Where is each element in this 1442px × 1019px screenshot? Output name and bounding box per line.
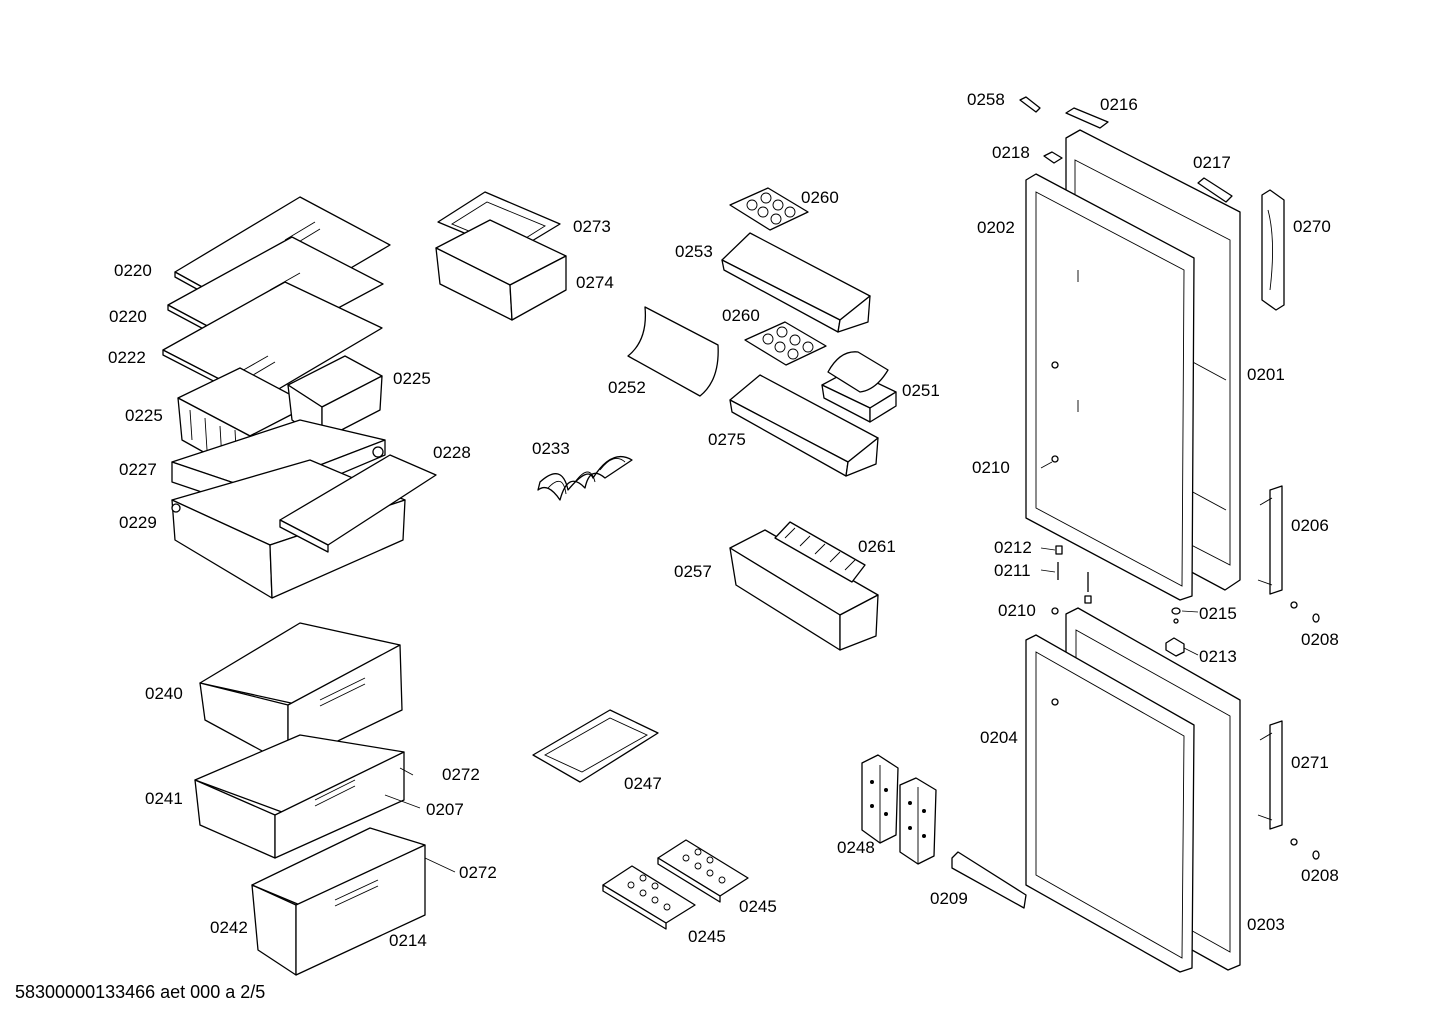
label-0210-upper: 0210: [972, 458, 1010, 477]
label-0201: 0201: [1247, 365, 1285, 384]
part-0218: [1043, 151, 1063, 164]
label-0272-upper: 0272: [442, 765, 480, 784]
screw-0210-lower: [1051, 607, 1059, 615]
label-0241: 0241: [145, 789, 183, 808]
label-0218: 0218: [992, 143, 1030, 162]
label-0210-lower: 0210: [998, 601, 1036, 620]
hinge-cover-0270: [1261, 189, 1285, 311]
door-shelf-0275: [729, 374, 879, 477]
label-0213: 0213: [1199, 647, 1237, 666]
washer-0215: [1171, 607, 1181, 624]
label-0225-left: 0225: [125, 406, 163, 425]
label-0273: 0273: [573, 217, 611, 236]
label-0247: 0247: [624, 774, 662, 793]
handle-0271: [1257, 720, 1283, 830]
part-0217: [1197, 177, 1233, 203]
label-0212: 0212: [994, 538, 1032, 557]
part-0216: [1065, 107, 1109, 129]
cover-0228: [279, 454, 437, 553]
egg-tray-0260-top: [729, 187, 809, 231]
drawer-0241: [194, 734, 405, 859]
label-0207: 0207: [426, 800, 464, 819]
label-0253: 0253: [675, 242, 713, 261]
document-footer: 58300000133466 aet 000 a 2/5: [15, 982, 266, 1002]
label-0271: 0271: [1291, 753, 1329, 772]
door-shelf-0253: [721, 232, 871, 333]
cover-0252: [627, 306, 719, 397]
ice-tray-0245-lower: [602, 865, 696, 930]
label-0214: 0214: [389, 931, 427, 950]
lower-door-seal-0204: [1025, 634, 1195, 973]
label-0240: 0240: [145, 684, 183, 703]
bottle-retainer-0261: [774, 521, 866, 583]
label-0208-upper: 0208: [1301, 630, 1339, 649]
label-0225-right: 0225: [393, 369, 431, 388]
label-0211: 0211: [994, 561, 1031, 580]
butter-box-0251: [821, 351, 897, 423]
label-0257: 0257: [674, 562, 712, 581]
tray-0247: [532, 709, 659, 783]
part-0258: [1019, 96, 1041, 113]
pin-0212: [1055, 545, 1063, 555]
panel-0209: [951, 851, 1027, 909]
label-0228: 0228: [433, 443, 471, 462]
label-0229: 0229: [119, 513, 157, 532]
label-0222: 0222: [108, 348, 146, 367]
label-0220-top: 0220: [114, 261, 152, 280]
label-0216: 0216: [1100, 95, 1138, 114]
label-0204: 0204: [980, 728, 1018, 747]
label-0252: 0252: [608, 378, 646, 397]
label-0208-lower: 0208: [1301, 866, 1339, 885]
label-0209: 0209: [930, 889, 968, 908]
label-0217: 0217: [1193, 153, 1231, 172]
ice-tray-0245-upper: [657, 839, 749, 903]
label-0202: 0202: [977, 218, 1015, 237]
label-0245-lower: 0245: [688, 927, 726, 946]
hinge-0213: [1165, 637, 1185, 657]
cold-pack-0248-a: [861, 754, 899, 844]
label-0260-top: 0260: [801, 188, 839, 207]
bottle-shelf-0257: [729, 529, 879, 651]
label-0203: 0203: [1247, 915, 1285, 934]
label-0245-upper: 0245: [739, 897, 777, 916]
label-0258: 0258: [967, 90, 1005, 109]
handle-0206: [1257, 485, 1283, 595]
label-0272-lower: 0272: [459, 863, 497, 882]
label-0248: 0248: [837, 838, 875, 857]
leader-lines: [384, 461, 1199, 873]
label-0227: 0227: [119, 460, 157, 479]
label-0242: 0242: [210, 918, 248, 937]
label-0233: 0233: [532, 439, 570, 458]
upper-door-seal-0202: [1025, 173, 1195, 601]
pin-0211: [1057, 562, 1092, 604]
bottle-holder-0233: [537, 455, 633, 501]
label-0206: 0206: [1291, 516, 1329, 535]
screw-0208-upper: [1290, 601, 1320, 623]
label-0251: 0251: [902, 381, 940, 400]
label-0275: 0275: [708, 430, 746, 449]
cold-pack-0248-b: [899, 777, 937, 865]
label-0261: 0261: [858, 537, 896, 556]
label-0270: 0270: [1293, 217, 1331, 236]
box-0274: [435, 219, 567, 321]
label-0260-middle: 0260: [722, 306, 760, 325]
egg-tray-0260-middle: [744, 321, 827, 366]
drawer-0240: [199, 622, 403, 766]
drawer-0242: [251, 827, 426, 976]
label-0215: 0215: [1199, 604, 1237, 623]
label-0274: 0274: [576, 273, 614, 292]
screw-0208-lower: [1290, 838, 1320, 860]
label-0220-middle: 0220: [109, 307, 147, 326]
